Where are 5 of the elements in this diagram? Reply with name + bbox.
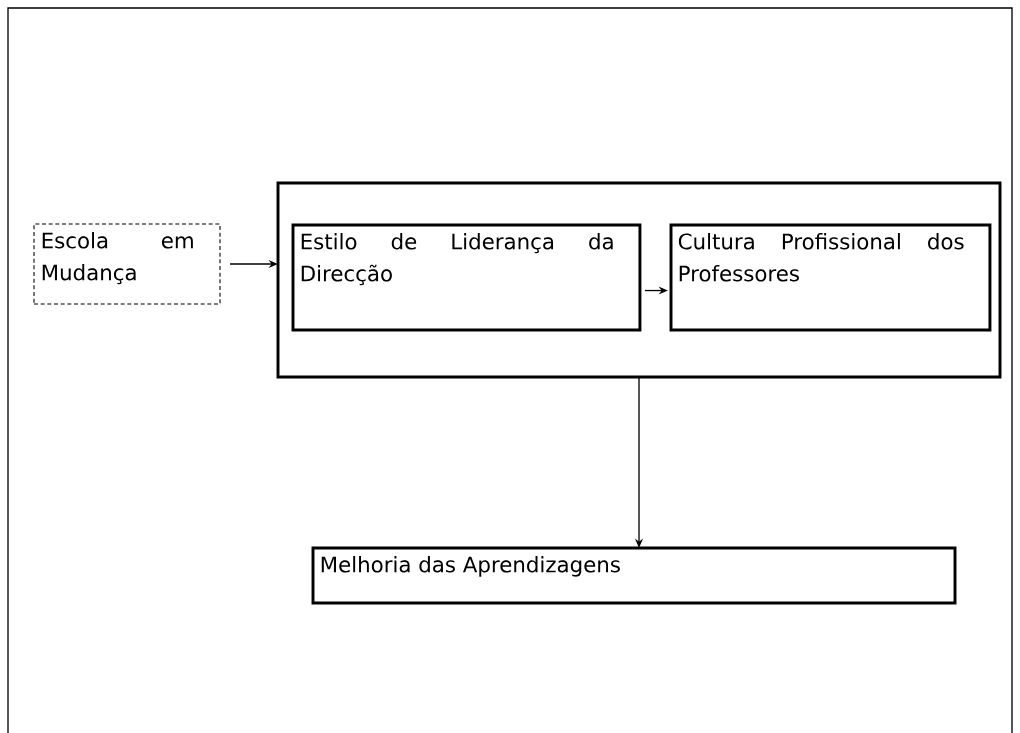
process-box: Escola em Mudança <box>33 223 221 305</box>
process-box: Melhoria das Aprendizagens <box>311 546 957 605</box>
process-box: Cultura Profissional dos Professores <box>669 223 992 332</box>
group-box <box>276 181 1002 379</box>
process-box: Estilo de Liderança da Direcção <box>291 223 642 332</box>
